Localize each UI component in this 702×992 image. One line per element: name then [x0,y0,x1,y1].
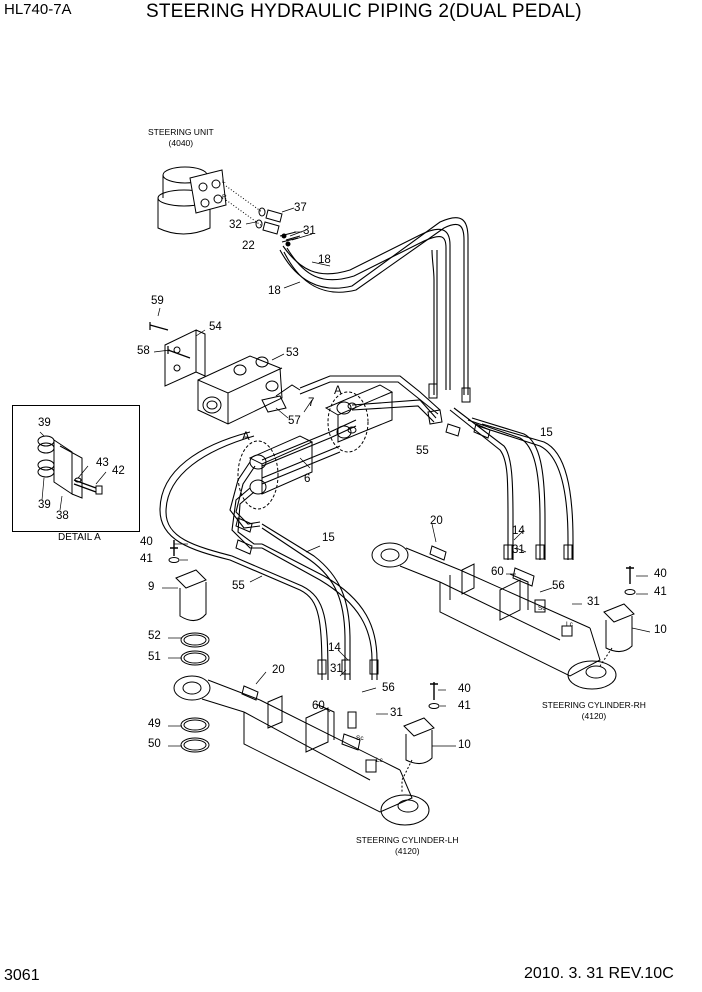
port-label-sc-lh: Sc [356,735,364,742]
part-label: 37 [294,202,307,214]
part-label: 9 [148,581,155,593]
part-label: 20 [272,664,285,676]
caption-cylinder-lh-code: (4120) [394,845,420,856]
caption-cylinder-rh: STEERING CYLINDER-RH (4120) [542,701,646,720]
part-label: 22 [242,240,255,252]
hose-18-drawing [279,217,469,395]
part-label: 42 [112,465,125,477]
part-label: 10 [458,739,471,751]
part-label: 60 [491,566,504,578]
part-label: 49 [148,718,161,730]
part-label: 20 [430,515,443,527]
part-label: 60 [312,700,325,712]
part-label: 55 [232,580,245,592]
part-label: 14 [512,525,525,537]
part-label: 40 [654,568,667,580]
part-label: 32 [229,219,242,231]
part-label: 15 [322,532,335,544]
pins-and-bolts-drawing [168,540,636,792]
part-label: 10 [654,624,667,636]
leader-lines [39,207,651,747]
valve-block-drawing [237,384,394,510]
part-label: A [334,385,342,397]
part-label: 15 [540,427,553,439]
page-number: 3061 [4,967,40,984]
caption-steering-unit: STEERING UNIT (4040) [148,128,214,147]
detail-a-clamp-drawing [37,435,103,499]
part-label: 54 [209,321,222,333]
part-label: 31 [587,596,600,608]
page-title: STEERING HYDRAULIC PIPING 2(DUAL PEDAL) [146,1,582,22]
part-label: 51 [148,651,161,663]
detail-a-caption: DETAIL A [58,532,101,543]
port-label-r: R [222,194,227,201]
part-label: 55 [416,445,429,457]
caption-cylinder-lh: STEERING CYLINDER-LH (4120) [356,836,459,855]
part-label: 14 [328,642,341,654]
caption-steering-unit-code: (4040) [168,137,194,148]
part-label: 31 [512,544,525,556]
part-label: 40 [458,683,471,695]
part-label: 50 [148,738,161,750]
part-label: 31 [390,707,403,719]
cylinder-rh-drawing [371,542,617,690]
part-label: 41 [458,700,471,712]
rings-drawing [180,632,210,753]
hose-end-fittings-drawing [235,383,573,675]
port-label-lc-rh: Lc [566,621,574,628]
part-label: 18 [268,285,281,297]
port-label-sc-rh: Sc [538,605,546,612]
part-label: 39 [38,499,51,511]
port-label-l: L [222,178,226,185]
part-label: 56 [552,580,565,592]
detail-a-box [12,405,140,532]
part-label: 43 [96,457,109,469]
priority-valve-drawing [149,322,301,425]
date-revision: 2010. 3. 31 REV.10C [524,965,674,982]
part-label: 58 [137,345,150,357]
caption-steering-unit-name: STEERING UNIT [148,127,214,137]
caption-cylinder-lh-name: STEERING CYLINDER-LH [356,835,459,845]
part-label: 39 [38,417,51,429]
part-label: 56 [382,682,395,694]
part-label: 40 [140,536,153,548]
part-label: 57 [288,415,301,427]
part-label: 41 [654,586,667,598]
unit-fittings-drawing [255,207,313,247]
model-code: HL740-7A [4,1,72,18]
part-label: 59 [151,295,164,307]
steering-unit-drawing [157,166,263,235]
part-label: 18 [318,254,331,266]
port-label-lc-lh: Lc [376,757,384,764]
part-label: 31 [303,225,316,237]
part-label: 52 [148,630,161,642]
part-label: 53 [286,347,299,359]
cylinder-lh-drawing [173,675,430,826]
part-label: 7 [308,397,315,409]
part-label: 31 [330,663,343,675]
part-label: 41 [140,553,153,565]
hose-55-15-drawing [159,407,574,681]
part-label: 6 [304,473,311,485]
caption-cylinder-rh-name: STEERING CYLINDER-RH [542,700,646,710]
part-label: 38 [56,510,69,522]
part-label: A [242,431,250,443]
caption-cylinder-rh-code: (4120) [581,710,607,721]
